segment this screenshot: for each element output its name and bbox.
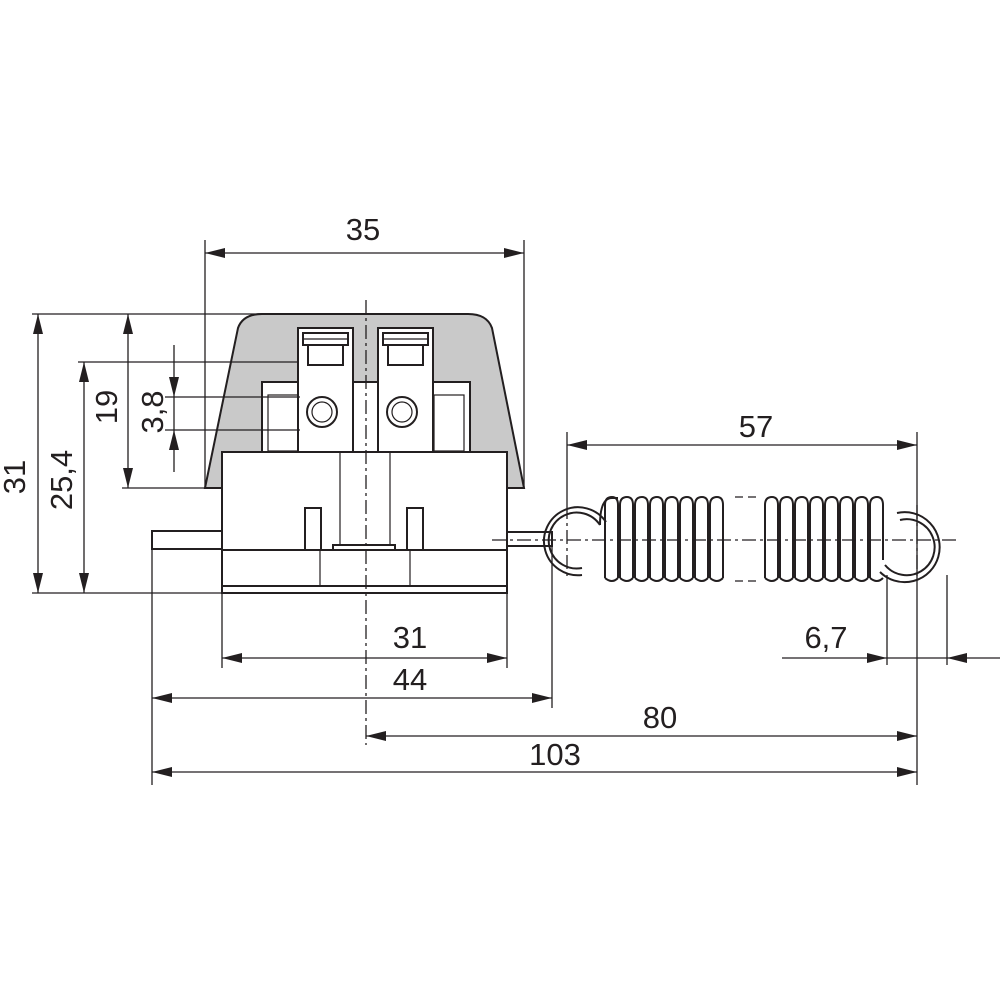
extension-lines [32,240,948,785]
label-103: 103 [529,737,581,772]
dimension-labels: 35 57 31 6,7 44 80 103 31 25,4 19 3,8 [0,212,848,772]
label-19: 19 [89,390,124,424]
spring-coils-right [764,495,884,582]
label-6-7: 6,7 [804,620,847,655]
main-body [221,451,508,551]
label-31-vertical: 31 [0,460,32,494]
label-35: 35 [346,212,380,247]
label-25-4: 25,4 [44,450,79,510]
label-31-horizontal: 31 [393,620,427,655]
label-80: 80 [643,700,677,735]
tension-spring [542,495,941,584]
terminal-block [261,381,471,453]
spring-eye-right [884,518,936,577]
spring-eye-left [547,511,601,570]
spring-hook-pin [506,531,553,547]
spring-coils-left [599,495,724,582]
label-57: 57 [739,409,773,444]
label-3-8: 3,8 [135,390,170,433]
screw-hole-right [386,396,418,428]
base-plate [221,549,508,587]
mounting-tab [151,530,223,550]
label-44: 44 [393,662,427,697]
screw-hole-left [306,396,338,428]
dimension-lines [33,248,1000,777]
clamp-device [151,313,553,594]
